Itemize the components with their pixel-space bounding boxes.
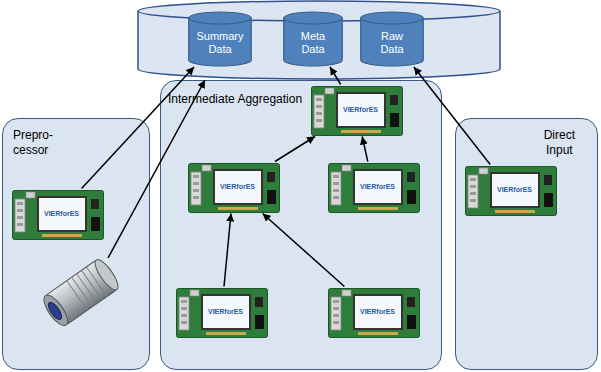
board-screen: VIERforES [355,296,401,328]
logo-text: VIERforES [497,186,532,193]
arrow-connector [82,67,195,189]
logo-text: VIERforES [360,308,395,315]
logo-text: VIERforES [44,210,79,217]
panel-label: Prepro- cessor [13,128,53,158]
sensor-lens [46,300,64,321]
logo-text: VIERforES [360,183,395,190]
logo-text: VIERforES [220,183,255,190]
board-screen: VIERforES [355,171,401,203]
sensor-symbol [40,257,122,330]
board-screen: VIERforES [39,198,85,230]
panel-label: Direct Input [544,128,575,158]
store-label: Meta Data [301,30,325,56]
arrow-connector [275,137,315,162]
logo-text: VIERforES [208,308,243,315]
panel-title: Intermediate Aggregation [168,92,302,107]
board-screen: VIERforES [492,174,538,206]
board-screen: VIERforES [338,94,384,126]
region-panel: Prepro- cessorVIERforES [2,118,150,370]
data-store: Raw Data [360,12,424,66]
sensor-thread [72,277,93,306]
region-panel: Direct InputVIERforES [455,118,598,370]
arrow-line [108,80,205,258]
panel-label: Intermediate Aggregation [168,92,302,107]
sensor-thread [86,267,107,296]
data-store: Meta Data [283,12,343,66]
logo-text: VIERforES [343,106,378,113]
pcb-board: VIERforES [12,190,104,240]
sensor-thread [77,274,98,303]
store-label: Raw Data [380,30,403,56]
data-store: Summary Data [188,12,252,66]
store-label: Summary Data [196,30,243,56]
cylinder-rim [189,18,252,24]
cylinder-rim [361,18,424,24]
cylinder-rim [284,18,343,24]
board-screen: VIERforES [215,171,261,203]
pcb-board: VIERforES [465,166,557,216]
arrow-connector [362,137,368,162]
panel-title: Prepro- cessor [13,128,53,158]
arrow-connector [414,67,490,165]
arrow-connector [330,67,341,85]
sensor-body [45,260,116,325]
pcb-board: VIERforES [176,288,268,338]
pcb-board: VIERforES [328,163,420,213]
pcb-board: VIERforES [188,163,280,213]
cylinder-body [284,12,343,66]
pcb-board: VIERforES [328,288,420,338]
sensor-back [91,257,121,293]
board-screen: VIERforES [203,296,249,328]
region-panel: Intermediate AggregationVIERforES VIERfor… [160,80,442,370]
database-body [138,1,500,79]
pcb-board: VIERforES [311,86,403,136]
panel-title: Direct Input [544,128,575,158]
cylinder-body [189,12,252,66]
cylinder-body [361,12,424,66]
sensor-thread [67,281,88,310]
arrow-connector [263,214,345,287]
arrow-connector [224,214,231,287]
sensor-thread [82,270,103,299]
sensor-face [40,292,72,330]
